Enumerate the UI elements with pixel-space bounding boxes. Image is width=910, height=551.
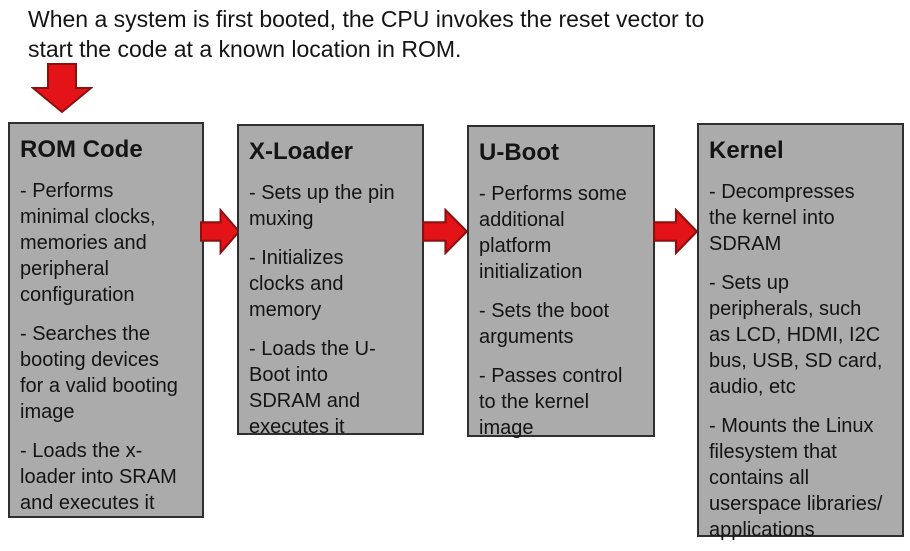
stage-box-u-boot: U-Boot - Performs some additional platfo…: [467, 125, 655, 439]
stage-box-kernel: Kernel - Decompresses the kernel into SD…: [697, 123, 904, 541]
right-arrow-icon: [653, 208, 699, 255]
down-arrow-icon: [31, 63, 93, 114]
box-title-u-boot: U-Boot: [479, 139, 559, 166]
stage-box-rom-code: ROM Code - Performs minimal clocks, memo…: [8, 122, 204, 518]
box-bullet: - Performs some additional platform init…: [479, 183, 627, 283]
box-title-x-loader: X-Loader: [249, 138, 354, 165]
right-arrow-icon: [422, 208, 469, 255]
box-bullet: - Sets up peripherals, such as LCD, HDMI…: [709, 272, 883, 398]
box-bullet: - Loads the x- loader into SRAM and exec…: [20, 440, 177, 514]
header-text: When a system is first booted, the CPU i…: [28, 6, 705, 62]
box-bullet: - Sets the boot arguments: [479, 300, 610, 348]
box-bullet: - Loads the U- Boot into SDRAM and execu…: [249, 338, 376, 438]
box-bullet: - Sets up the pin muxing: [249, 182, 395, 230]
box-title-kernel: Kernel: [709, 137, 784, 164]
box-bullet: - Mounts the Linux filesystem that conta…: [709, 415, 883, 541]
right-arrow-icon: [200, 208, 241, 255]
box-bullet: - Performs minimal clocks, memories and …: [20, 180, 156, 306]
box-bullet: - Initializes clocks and memory: [249, 247, 344, 321]
stage-box-x-loader: X-Loader - Sets up the pin muxing - Init…: [237, 124, 424, 438]
box-title-rom-code: ROM Code: [20, 136, 143, 163]
box-bullet: - Decompresses the kernel into SDRAM: [709, 181, 855, 255]
box-bullet: - Passes control to the kernel image: [479, 365, 623, 439]
box-bullet: - Searches the booting devices for a val…: [20, 323, 178, 423]
